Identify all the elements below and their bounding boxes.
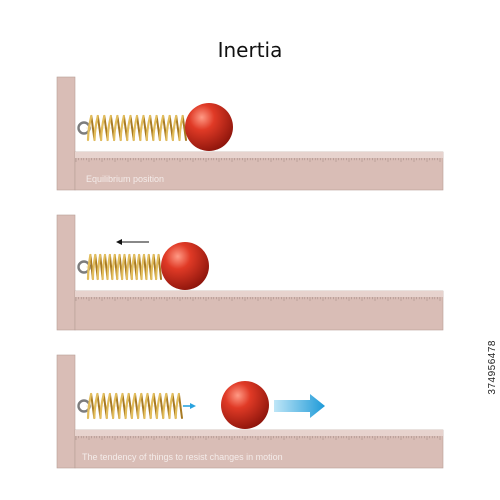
red-ball: [185, 103, 233, 151]
floor-ruler: [75, 436, 441, 440]
floor: [74, 429, 444, 469]
wall: [56, 76, 76, 191]
motion-arrow-right-icon: [274, 394, 325, 418]
floor-top-shade: [75, 152, 443, 158]
floor: [74, 290, 444, 331]
floor-ruler: [75, 158, 441, 162]
floor-ruler: [75, 297, 441, 301]
panel-compressed: [56, 214, 444, 331]
spring-coil: [86, 253, 163, 281]
floor: [74, 151, 444, 191]
spring-coil: [86, 392, 184, 420]
stock-id: 374956478: [487, 340, 498, 395]
spring-coil: [86, 114, 188, 142]
panel-released: The tendency of things to resist changes…: [56, 354, 444, 469]
panel-equilibrium: Equilibrium position: [56, 76, 444, 191]
diagram-title: Inertia: [217, 38, 283, 62]
panel-label: The tendency of things to resist changes…: [82, 452, 283, 462]
red-ball: [221, 381, 269, 429]
small-arrow-right-icon: [183, 403, 196, 409]
arrow-left-icon: [116, 239, 149, 245]
wall: [56, 214, 76, 331]
wall: [56, 354, 76, 469]
panel-label: Equilibrium position: [86, 174, 164, 184]
floor-top-shade: [75, 291, 443, 297]
red-ball: [161, 242, 209, 290]
floor-top-shade: [75, 430, 443, 436]
